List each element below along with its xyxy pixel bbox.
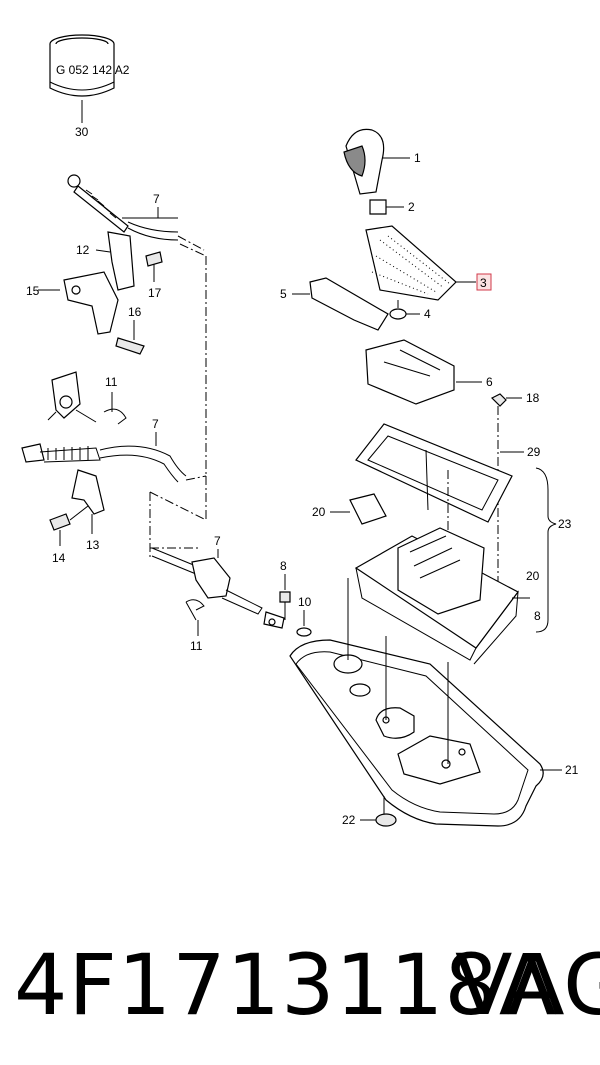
callout-7-upper: 7 [153,192,160,206]
callout-8-right: 8 [534,609,541,623]
assembly-projection-lines [347,470,449,814]
bracket-13 [71,469,105,534]
callout-1: 1 [414,151,421,165]
bolt-8 [279,574,291,620]
lower-cable-assembly [21,371,187,483]
callout-3-highlight [476,273,492,291]
callout-11-upper: 11 [105,375,118,389]
sleeve-label: G 052 142 A2 [56,63,130,77]
clip-11 [185,599,205,636]
cable-routing-lines [149,243,207,560]
selector-cable-7 [151,547,285,629]
cover-5 [292,277,389,331]
bolt-16 [115,320,145,355]
housing-6 [365,339,482,405]
holder-15 [38,271,119,335]
callout-16: 16 [128,305,142,319]
callout-17: 17 [148,286,162,300]
part-30-sleeve: G 052 142 A2 [49,34,130,123]
callout-20-right: 20 [526,569,540,583]
exploded-parts-diagram: G 052 142 A2 30 7 12 17 15 16 [21,34,579,827]
callout-23: 23 [558,517,572,531]
callout-20-left: 20 [312,505,326,519]
callout-10: 10 [298,595,312,609]
callout-7-middle: 7 [152,417,159,431]
callout-22: 22 [342,813,356,827]
callout-30: 30 [75,125,89,139]
bolt-14 [49,505,89,546]
callout-11-lower: 11 [190,639,203,653]
ring-2 [369,199,404,215]
footer: 4F1713118A VAG [0,935,600,1045]
callout-2: 2 [408,200,415,214]
group-bracket [535,467,557,633]
frame-29 [355,423,524,523]
callout-15: 15 [26,284,40,298]
gaiter-3 [365,225,476,301]
part-number: 4F1713118A [14,936,558,1034]
upper-cable-assembly [67,174,205,251]
selector-knob-1 [343,128,410,195]
callout-13: 13 [86,538,100,552]
grommet-22 [360,813,397,827]
callout-5: 5 [280,287,287,301]
bolt-17 [145,251,163,282]
callout-18: 18 [526,391,540,405]
sensor-20 [330,493,387,525]
callout-3: 3 [480,276,487,290]
callout-6: 6 [486,375,493,389]
callout-12: 12 [76,243,90,257]
callout-14: 14 [52,551,66,565]
brand-name: VAG [455,936,600,1034]
callout-4: 4 [424,307,431,321]
cable-bracket-12 [95,231,135,291]
callout-21: 21 [565,763,579,777]
callout-8-top: 8 [280,559,287,573]
base-plate-21 [289,639,562,827]
selector-mechanism-8 [354,527,530,665]
callout-7-lower: 7 [214,534,221,548]
washer-10 [296,610,312,637]
callout-29: 29 [527,445,541,459]
ring-4 [389,300,420,320]
